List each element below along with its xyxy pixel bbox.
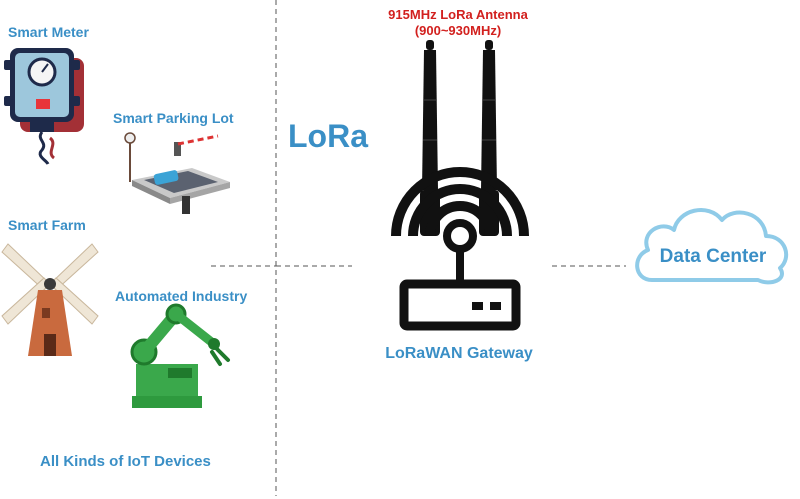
smart-parking-icon — [124, 132, 230, 214]
iot-devices-caption: All Kinds of IoT Devices — [40, 453, 211, 470]
lorawan-gateway-icon — [391, 40, 529, 331]
cloud-icon — [635, 208, 789, 285]
robot-arm-icon — [130, 303, 230, 408]
smart-parking-label: Smart Parking Lot — [113, 110, 234, 126]
smart-farm-label: Smart Farm — [8, 217, 86, 233]
data-center-label: Data Center — [659, 246, 767, 267]
automated-industry-label: Automated Industry — [115, 288, 248, 304]
lora-protocol-label: LoRa — [288, 118, 368, 154]
gateway-label: LoRaWAN Gateway — [385, 345, 533, 362]
signal-waves-icon — [391, 167, 529, 237]
antenna-frequency-range: (900~930MHz) — [414, 23, 502, 38]
smart-meter-icon — [4, 48, 84, 165]
antenna-title: 915MHz LoRa Antenna — [388, 7, 528, 22]
windmill-icon — [1, 243, 99, 356]
smart-meter-label: Smart Meter — [8, 24, 89, 40]
